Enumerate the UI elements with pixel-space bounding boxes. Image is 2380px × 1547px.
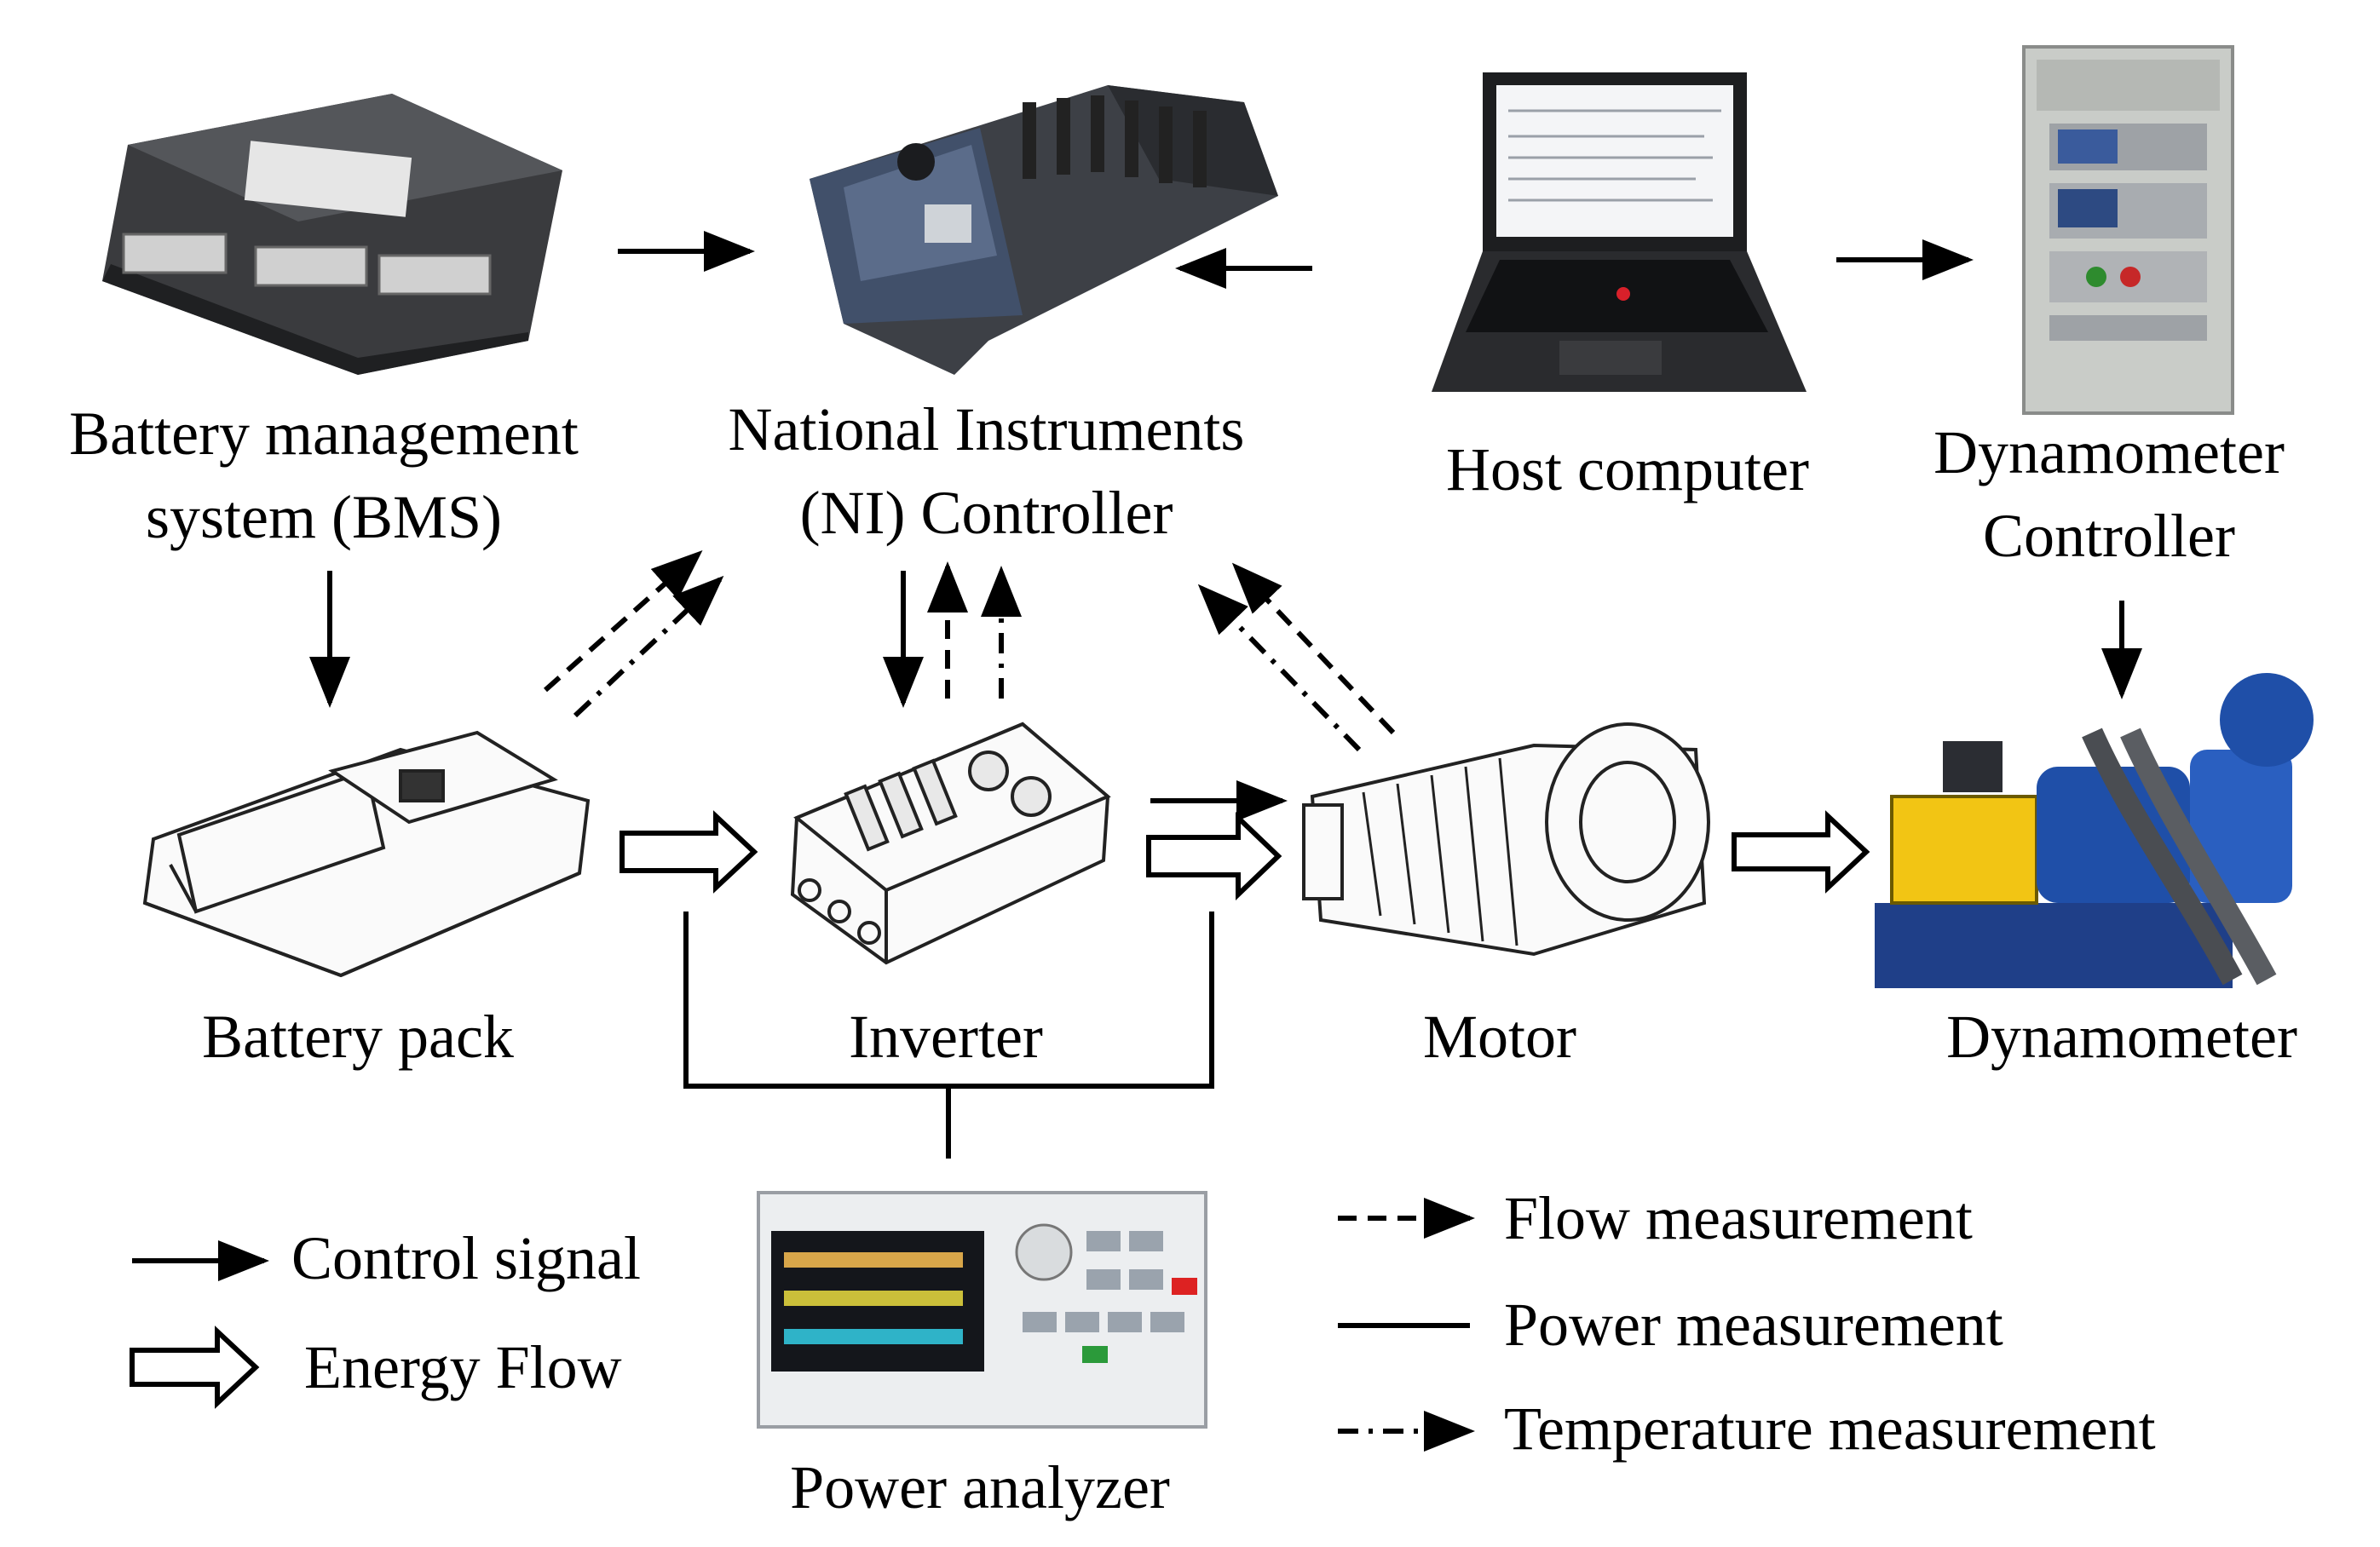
battery-pack-image	[142, 730, 591, 978]
inverter-label: Inverter	[849, 1003, 1043, 1071]
legend-control-signal-label: Control signal	[291, 1224, 641, 1292]
legend-power-measurement-label: Power measurement	[1504, 1291, 2003, 1359]
energy-arrow-battery-to-inverter	[619, 810, 758, 894]
dynamometer-controller-label-line1: Dynamometer	[1933, 418, 2285, 486]
legend-energy-flow-symbol	[130, 1326, 260, 1409]
flow-arrow-battery-to-ni	[544, 550, 703, 693]
temperature-arrow-battery-to-ni	[573, 575, 724, 718]
legend-flow-measurement-label: Flow measurement	[1504, 1184, 1973, 1252]
ni-controller-image	[810, 85, 1278, 375]
dynamometer-controller-label: Dynamometer Controller	[1887, 411, 2331, 578]
bms-label-line1: Battery management	[69, 400, 579, 468]
dynamometer-controller-label-line2: Controller	[1983, 502, 2235, 570]
host-computer-image	[1432, 72, 1807, 392]
ni-controller-label-line1: National Instruments	[728, 395, 1245, 463]
flow-arrow-motor-to-ni	[1231, 562, 1396, 735]
battery-pack-label: Battery pack	[202, 1003, 514, 1071]
power-analyzer-label: Power analyzer	[790, 1453, 1170, 1521]
legend-temperature-measurement-label: Temperature measurement	[1504, 1395, 2156, 1463]
motor-image	[1302, 722, 1710, 957]
power-analyzer-image	[757, 1191, 1207, 1429]
legend-energy-flow-label: Energy Flow	[304, 1333, 622, 1401]
bms-label: Battery management system (BMS)	[17, 392, 631, 559]
bms-label-line2: system (BMS)	[145, 483, 503, 551]
ni-controller-label: National Instruments (NI) Controller	[677, 388, 1295, 555]
energy-arrow-inverter-to-motor	[1146, 811, 1282, 901]
ni-controller-label-line2: (NI) Controller	[799, 479, 1173, 547]
motor-label: Motor	[1423, 1003, 1576, 1071]
dynamometer-controller-image	[2022, 45, 2234, 415]
dynamometer-image	[1875, 673, 2314, 988]
energy-arrow-motor-to-dynamometer	[1732, 810, 1870, 894]
bms-device-image	[102, 94, 562, 375]
inverter-image	[790, 722, 1111, 965]
temperature-arrow-motor-to-ni	[1197, 584, 1362, 752]
dynamometer-label: Dynamometer	[1946, 1003, 2297, 1071]
host-computer-label: Host computer	[1446, 435, 1809, 503]
